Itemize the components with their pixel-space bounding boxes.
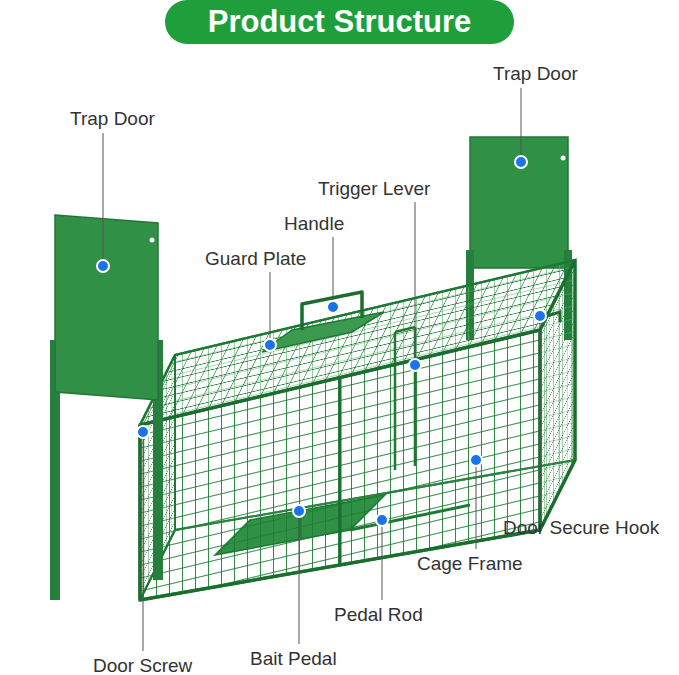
leader-line <box>382 520 383 600</box>
part-label: Trap Door <box>70 109 155 128</box>
part-label: Guard Plate <box>205 249 306 268</box>
part-label: Door Secure Hook <box>503 518 659 537</box>
callout-dot <box>534 310 546 322</box>
part-label: Trap Door <box>493 64 578 83</box>
cage-front-mesh <box>140 330 540 600</box>
leader-line <box>143 432 144 651</box>
cage-frame <box>339 378 342 565</box>
callout-dot <box>409 359 421 371</box>
part-label: Cage Frame <box>417 554 523 573</box>
leader-line <box>540 316 541 512</box>
part-label: Trigger Lever <box>318 179 430 198</box>
callout-dot <box>264 339 276 351</box>
part-label: Pedal Rod <box>334 605 423 624</box>
title-pill <box>165 0 514 44</box>
leader-line <box>103 133 104 266</box>
callout-dot <box>293 505 305 517</box>
plate-hole <box>561 156 566 161</box>
plate-hole <box>150 238 155 243</box>
leader-line <box>415 202 416 365</box>
callout-dot <box>137 426 149 438</box>
leader-line <box>299 511 300 644</box>
guard-plate <box>262 312 384 352</box>
door-plate <box>55 215 158 400</box>
title: Product Structure <box>165 0 514 44</box>
leader-lines <box>103 88 540 651</box>
door-plate <box>470 137 568 268</box>
cage-frame <box>140 260 575 600</box>
part-label: Handle <box>284 214 344 233</box>
leader-line <box>476 460 477 549</box>
part-label: Door Screw <box>93 656 192 675</box>
leader-line <box>270 272 271 345</box>
callout-dot <box>376 514 388 526</box>
callout-dot <box>327 301 339 313</box>
part-label: Bait Pedal <box>250 649 337 668</box>
callout-dot <box>470 454 482 466</box>
handle <box>302 292 362 330</box>
callout-dot <box>97 260 109 272</box>
leader-line <box>333 237 334 307</box>
callout-dot <box>515 156 527 168</box>
callout-dots <box>97 156 546 526</box>
leader-line <box>521 88 522 162</box>
